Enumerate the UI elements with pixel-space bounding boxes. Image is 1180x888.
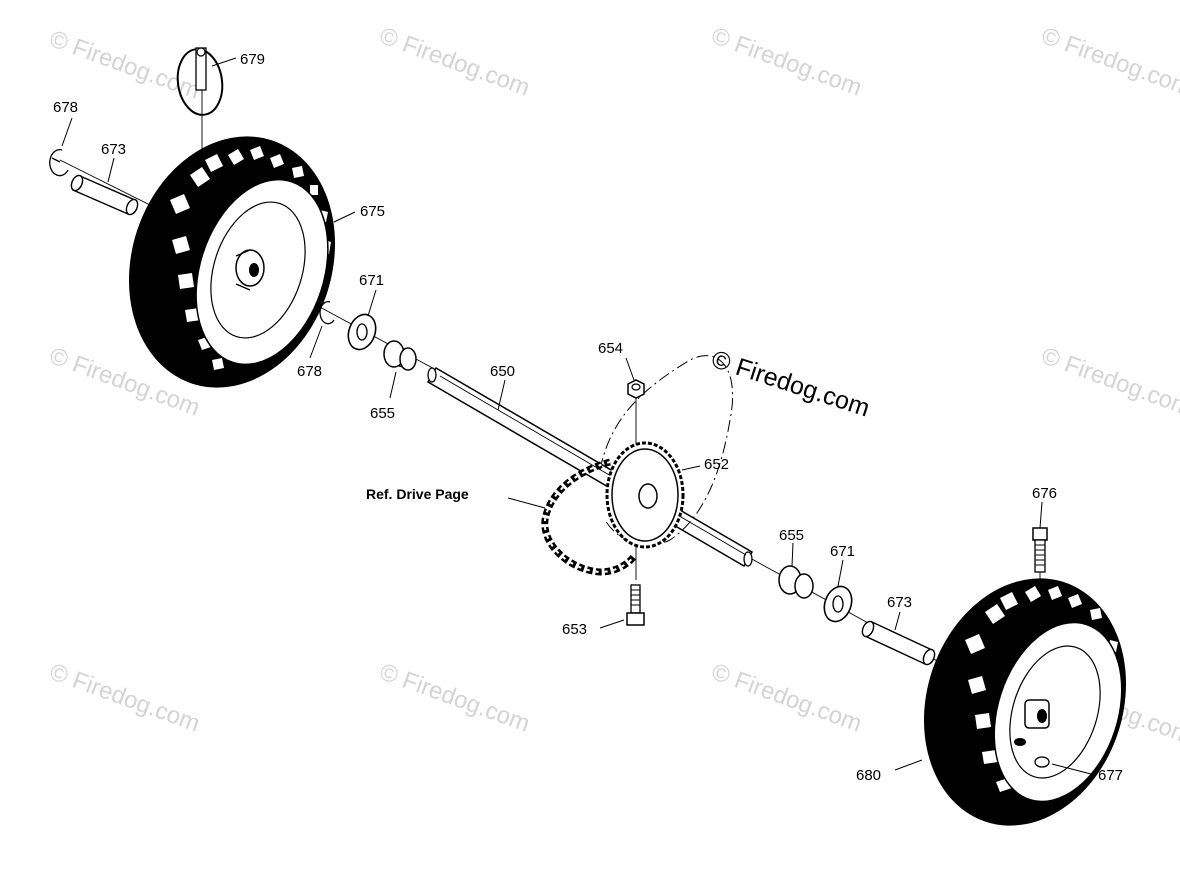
leader-lines [61, 57, 1096, 776]
part-label-671: 671 [830, 543, 855, 560]
watermark: © Firedog.com [708, 658, 865, 737]
part-label-655: 655 [779, 527, 804, 544]
clevis-ring-679 [176, 47, 224, 116]
watermark: © Firedog.com [376, 658, 533, 737]
watermark: © Firedog.com [376, 22, 533, 101]
washer-671-left [347, 313, 377, 351]
part-label-673: 673 [887, 594, 912, 611]
spacer-tube-673-left [70, 174, 139, 216]
center-watermark: © Firedog.com [708, 345, 873, 422]
ref-drive-page-note: Ref. Drive Page [366, 486, 469, 502]
part-label-679: 679 [240, 51, 265, 68]
part-label-650: 650 [490, 363, 515, 380]
watermark: © Firedog.com [46, 658, 203, 737]
hex-nut-654 [627, 379, 645, 399]
bolt-676 [1032, 527, 1048, 573]
bolt-653 [626, 584, 645, 626]
part-label-652: 652 [704, 456, 729, 473]
left-tire-tread [170, 146, 331, 370]
bushing-655-right [778, 565, 814, 599]
part-label-676: 676 [1032, 485, 1057, 502]
part-labels: 679 678 673 675 671 678 655 650 654 652 … [53, 51, 1123, 784]
part-label-677: 677 [1098, 767, 1123, 784]
part-label-678: 678 [297, 363, 322, 380]
part-label-673: 673 [101, 141, 126, 158]
e-clip-678-left [49, 149, 69, 177]
watermark: © Firedog.com [708, 22, 865, 101]
part-label-680: 680 [856, 767, 881, 784]
sprocket-652 [605, 441, 685, 549]
part-label-653: 653 [562, 621, 587, 638]
part-label-678: 678 [53, 99, 78, 116]
e-clip-678-mid [319, 301, 335, 325]
part-label-675: 675 [360, 203, 385, 220]
watermark: © Firedog.com [1038, 22, 1180, 101]
part-label-654: 654 [598, 340, 623, 357]
spacer-tube-673-right [861, 620, 936, 666]
washer-671-right [823, 585, 853, 623]
part-label-655: 655 [370, 405, 395, 422]
drive-chain [541, 458, 638, 576]
part-label-671: 671 [359, 272, 384, 289]
bushing-655-left [383, 340, 417, 371]
right-wheel-assembly [923, 578, 1127, 826]
watermark: © Firedog.com [1038, 342, 1180, 421]
right-tire-tread [965, 586, 1118, 792]
left-wheel-assembly [128, 136, 336, 388]
